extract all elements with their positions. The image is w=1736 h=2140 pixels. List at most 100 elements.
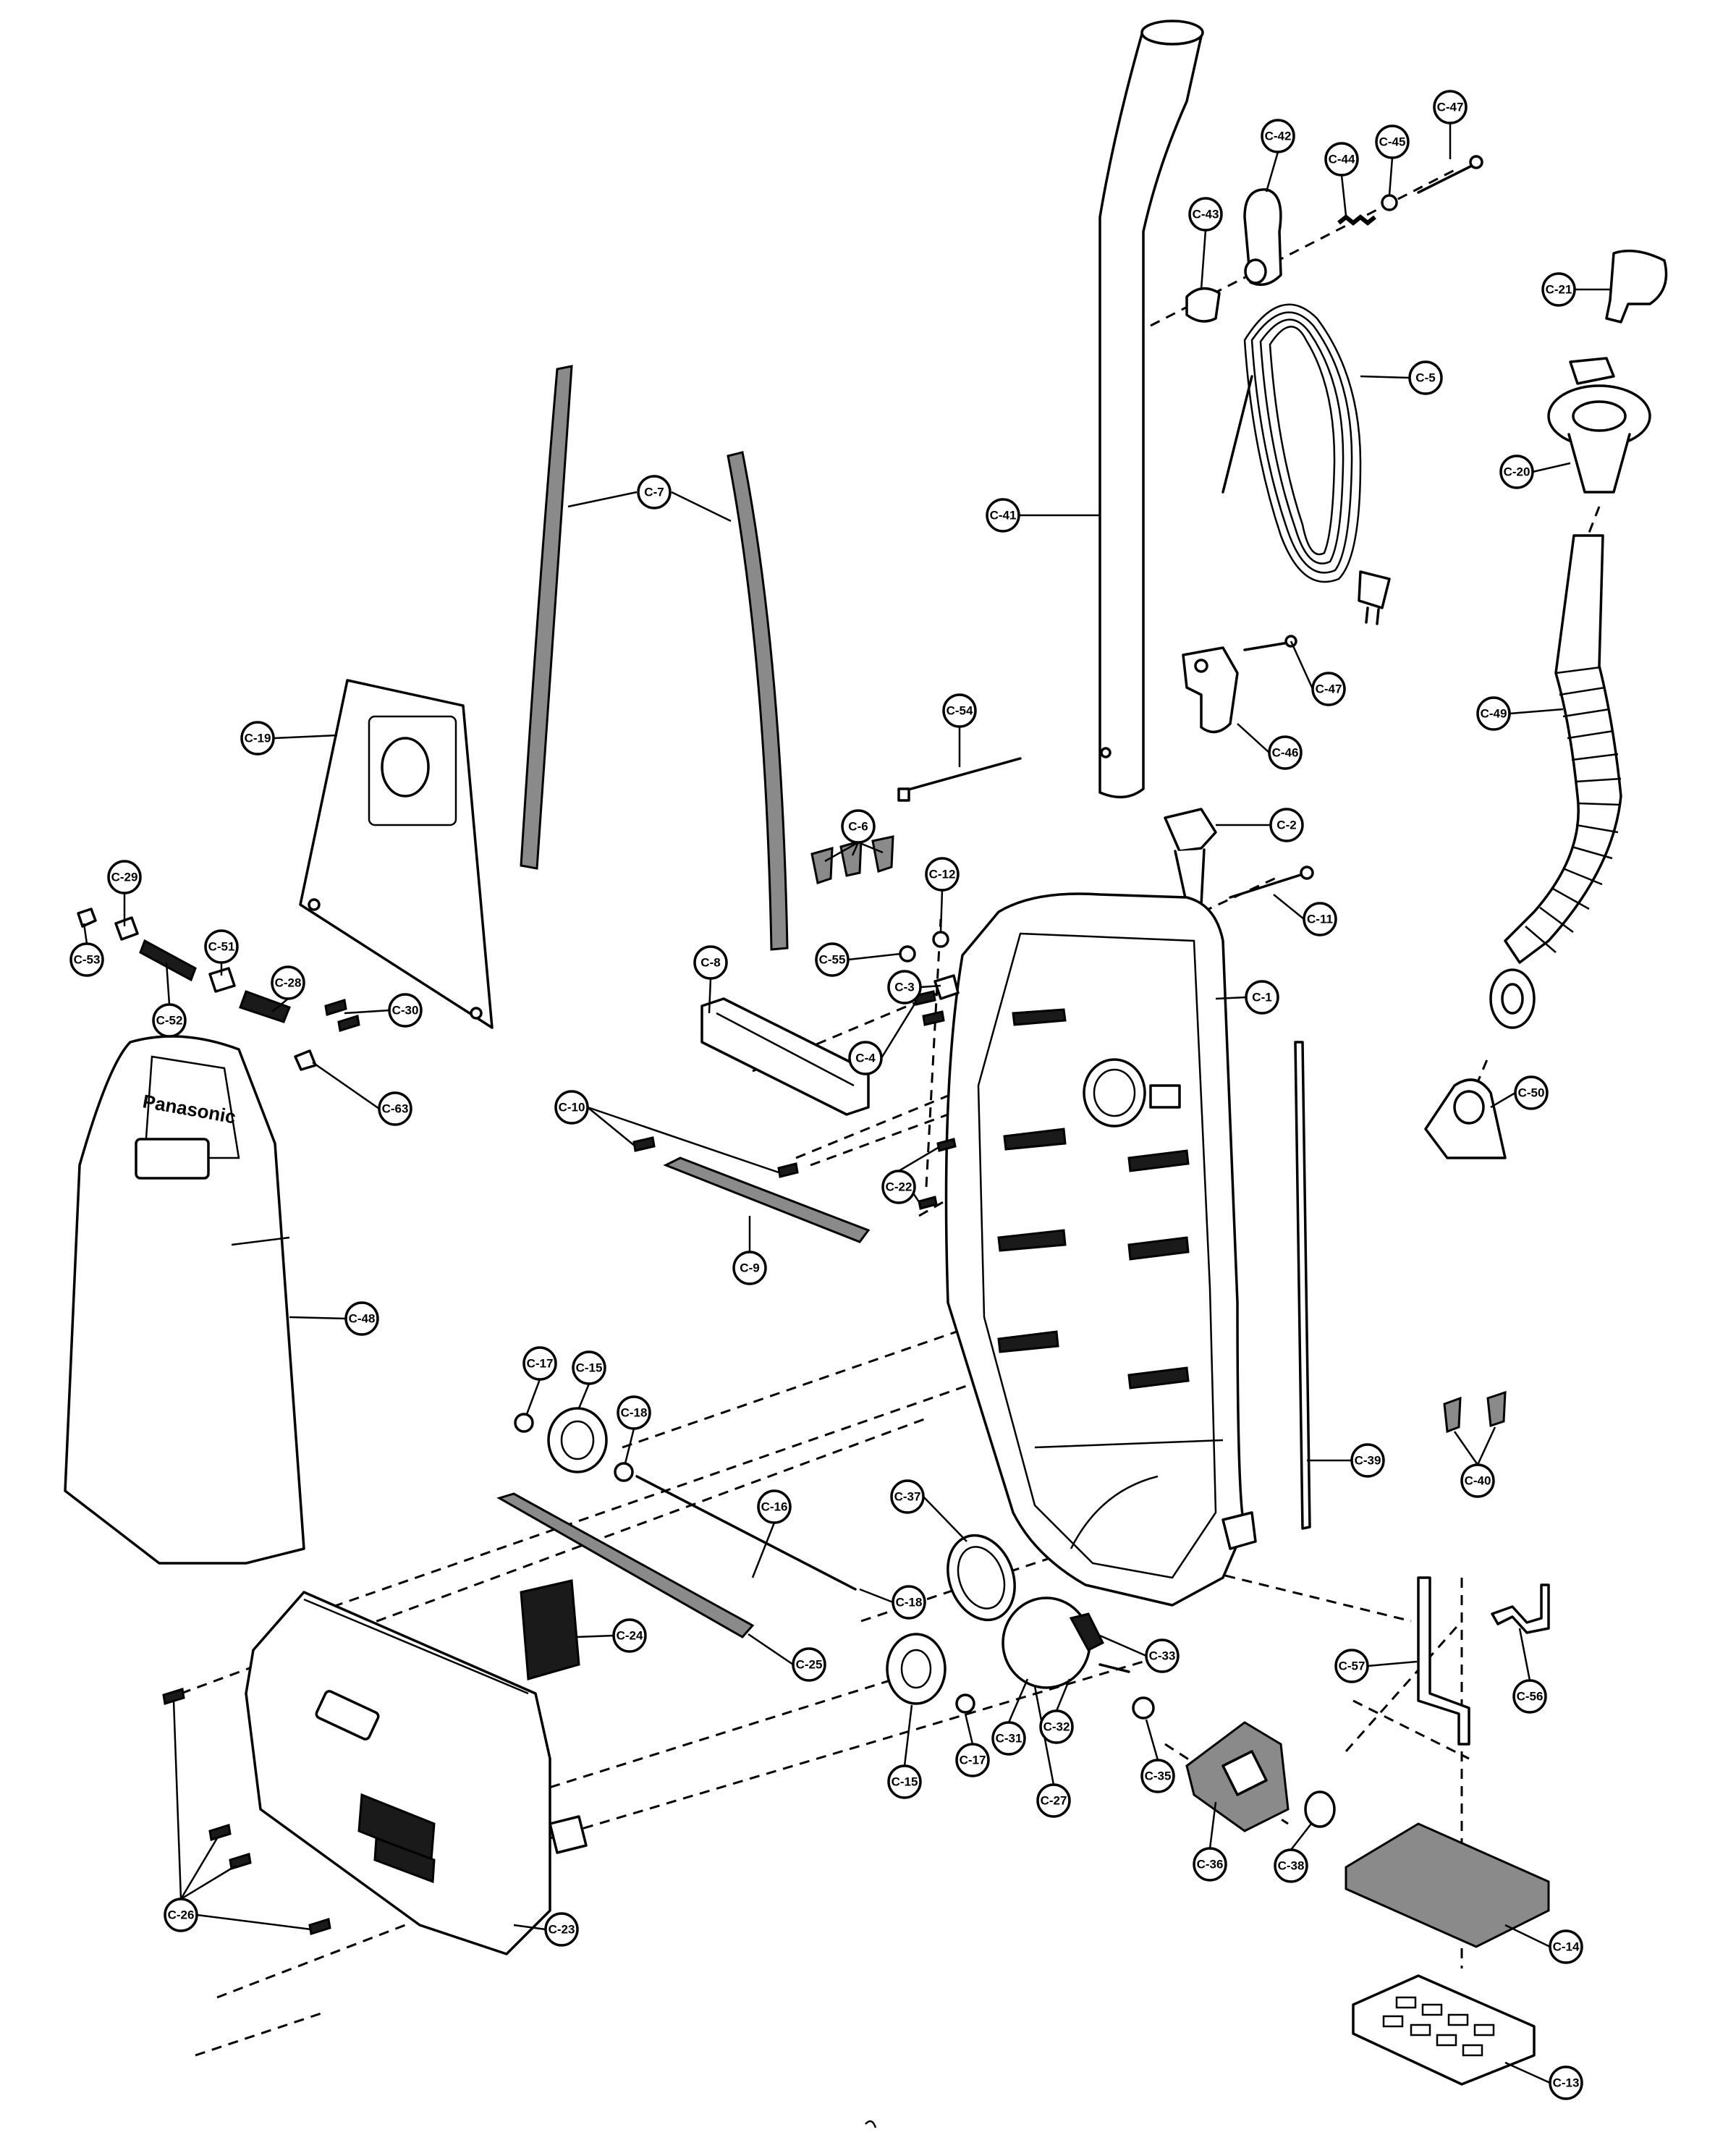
callout-label: C-55	[819, 953, 846, 967]
callout-circle	[1460, 1463, 1495, 1498]
callout-label: C-56	[1517, 1690, 1544, 1704]
callout-circle	[204, 929, 239, 964]
callout-label: C-7	[644, 486, 664, 499]
callout-circle	[1514, 1075, 1549, 1110]
callout-c-51: C-51	[204, 929, 239, 964]
callout-circle	[1274, 1848, 1308, 1883]
callout-circle	[637, 475, 672, 509]
callout-c-18: C-18	[892, 1585, 926, 1620]
callout-circle	[1476, 696, 1511, 731]
callout-circle	[240, 721, 275, 756]
callout-label: C-12	[929, 868, 956, 881]
callout-label: C-24	[617, 1629, 643, 1643]
callout-circle	[1269, 808, 1304, 842]
callout-label: C-6	[848, 820, 868, 834]
callout-c-15: C-15	[572, 1350, 606, 1385]
callout-c-17: C-17	[522, 1346, 557, 1381]
callout-circle	[1039, 1709, 1074, 1744]
callout-label: C-1	[1252, 991, 1271, 1005]
callout-label: C-18	[896, 1596, 923, 1610]
callout-c-4: C-4	[848, 1041, 883, 1075]
callout-circle	[942, 693, 977, 728]
callout-c-2: C-2	[1269, 808, 1304, 842]
callout-circle	[1324, 142, 1359, 177]
callout-label: C-36	[1197, 1858, 1224, 1872]
callout-c-57: C-57	[1334, 1649, 1369, 1683]
callout-c-38: C-38	[1274, 1848, 1308, 1883]
callout-circle	[815, 942, 850, 977]
callout-c-31: C-31	[991, 1721, 1026, 1756]
callout-circle	[1433, 90, 1468, 124]
callout-circle	[1408, 360, 1443, 395]
callout-c-56: C-56	[1512, 1679, 1547, 1714]
callout-label: C-50	[1518, 1086, 1545, 1100]
callout-circle	[986, 498, 1020, 533]
callout-c-19: C-19	[240, 721, 275, 756]
callout-circle	[841, 809, 876, 844]
callout-circle	[792, 1647, 826, 1682]
power-cord-coil	[1221, 303, 1391, 625]
callout-label: C-46	[1272, 746, 1299, 760]
callout-c-1: C-1	[1245, 980, 1279, 1015]
callout-label: C-63	[382, 1102, 409, 1116]
callout-circle	[572, 1350, 606, 1385]
callout-label: C-45	[1379, 135, 1406, 149]
base-housing	[162, 1591, 588, 1955]
callout-c-25: C-25	[792, 1647, 826, 1682]
callout-label: C-15	[576, 1361, 603, 1375]
lower-cord-hook	[1182, 635, 1297, 734]
callout-circle	[152, 1003, 187, 1038]
callout-c-54: C-54	[942, 693, 977, 728]
callout-label: C-25	[796, 1658, 823, 1672]
callout-circle	[887, 970, 922, 1005]
callout-label: C-10	[559, 1101, 585, 1115]
grille-slots	[1382, 1996, 1495, 2057]
callout-label: C-44	[1329, 153, 1355, 166]
callout-circle	[1303, 902, 1337, 936]
callout-c-5: C-5	[1408, 360, 1443, 395]
callout-circle	[1311, 672, 1346, 706]
callout-c-53: C-53	[69, 942, 104, 977]
callout-label: C-21	[1546, 283, 1572, 297]
callout-label: C-54	[947, 704, 973, 718]
callout-c-11: C-11	[1303, 902, 1337, 936]
callout-circle	[887, 1764, 922, 1799]
upper-pulley-parts	[514, 1407, 857, 1591]
callout-c-22: C-22	[881, 1170, 916, 1204]
callout-label: C-51	[208, 940, 235, 954]
callout-circle	[925, 857, 960, 892]
callout-label: C-20	[1504, 465, 1530, 479]
callout-circle	[522, 1346, 557, 1381]
callout-circle	[1549, 2065, 1583, 2100]
callout-circle	[554, 1090, 589, 1125]
cord-hook-hardware	[1185, 155, 1483, 323]
callout-circle	[1261, 119, 1295, 153]
callout-label: C-53	[74, 953, 101, 967]
callout-label: C-37	[894, 1490, 921, 1504]
callout-label: C-17	[527, 1357, 554, 1371]
callout-circle	[1375, 124, 1410, 159]
callout-circle	[378, 1091, 412, 1126]
callout-circle	[1036, 1783, 1071, 1818]
leader-lines	[82, 123, 1611, 2084]
callout-label: C-35	[1145, 1769, 1172, 1783]
callout-c-6: C-6	[841, 809, 876, 844]
base-vents	[357, 1793, 436, 1884]
callout-label: C-5	[1415, 371, 1435, 385]
callout-label: C-41	[990, 509, 1017, 523]
main-body-frame	[944, 892, 1257, 1607]
callout-c-41: C-41	[986, 498, 1020, 533]
callout-c-17: C-17	[955, 1743, 990, 1777]
page-mark	[865, 2120, 877, 2128]
callout-label: C-16	[761, 1500, 788, 1514]
callout-label: C-29	[111, 871, 138, 884]
callout-circle	[1145, 1638, 1180, 1673]
callout-circle	[1140, 1759, 1175, 1793]
callout-circle	[1245, 980, 1279, 1015]
top-cover-and-strip	[632, 997, 871, 1243]
callout-c-3: C-3	[887, 970, 922, 1005]
callout-label: C-19	[245, 732, 271, 745]
right-small-parts	[1294, 1041, 1550, 1746]
callout-circle	[892, 1585, 926, 1620]
callout-circle	[617, 1395, 651, 1430]
